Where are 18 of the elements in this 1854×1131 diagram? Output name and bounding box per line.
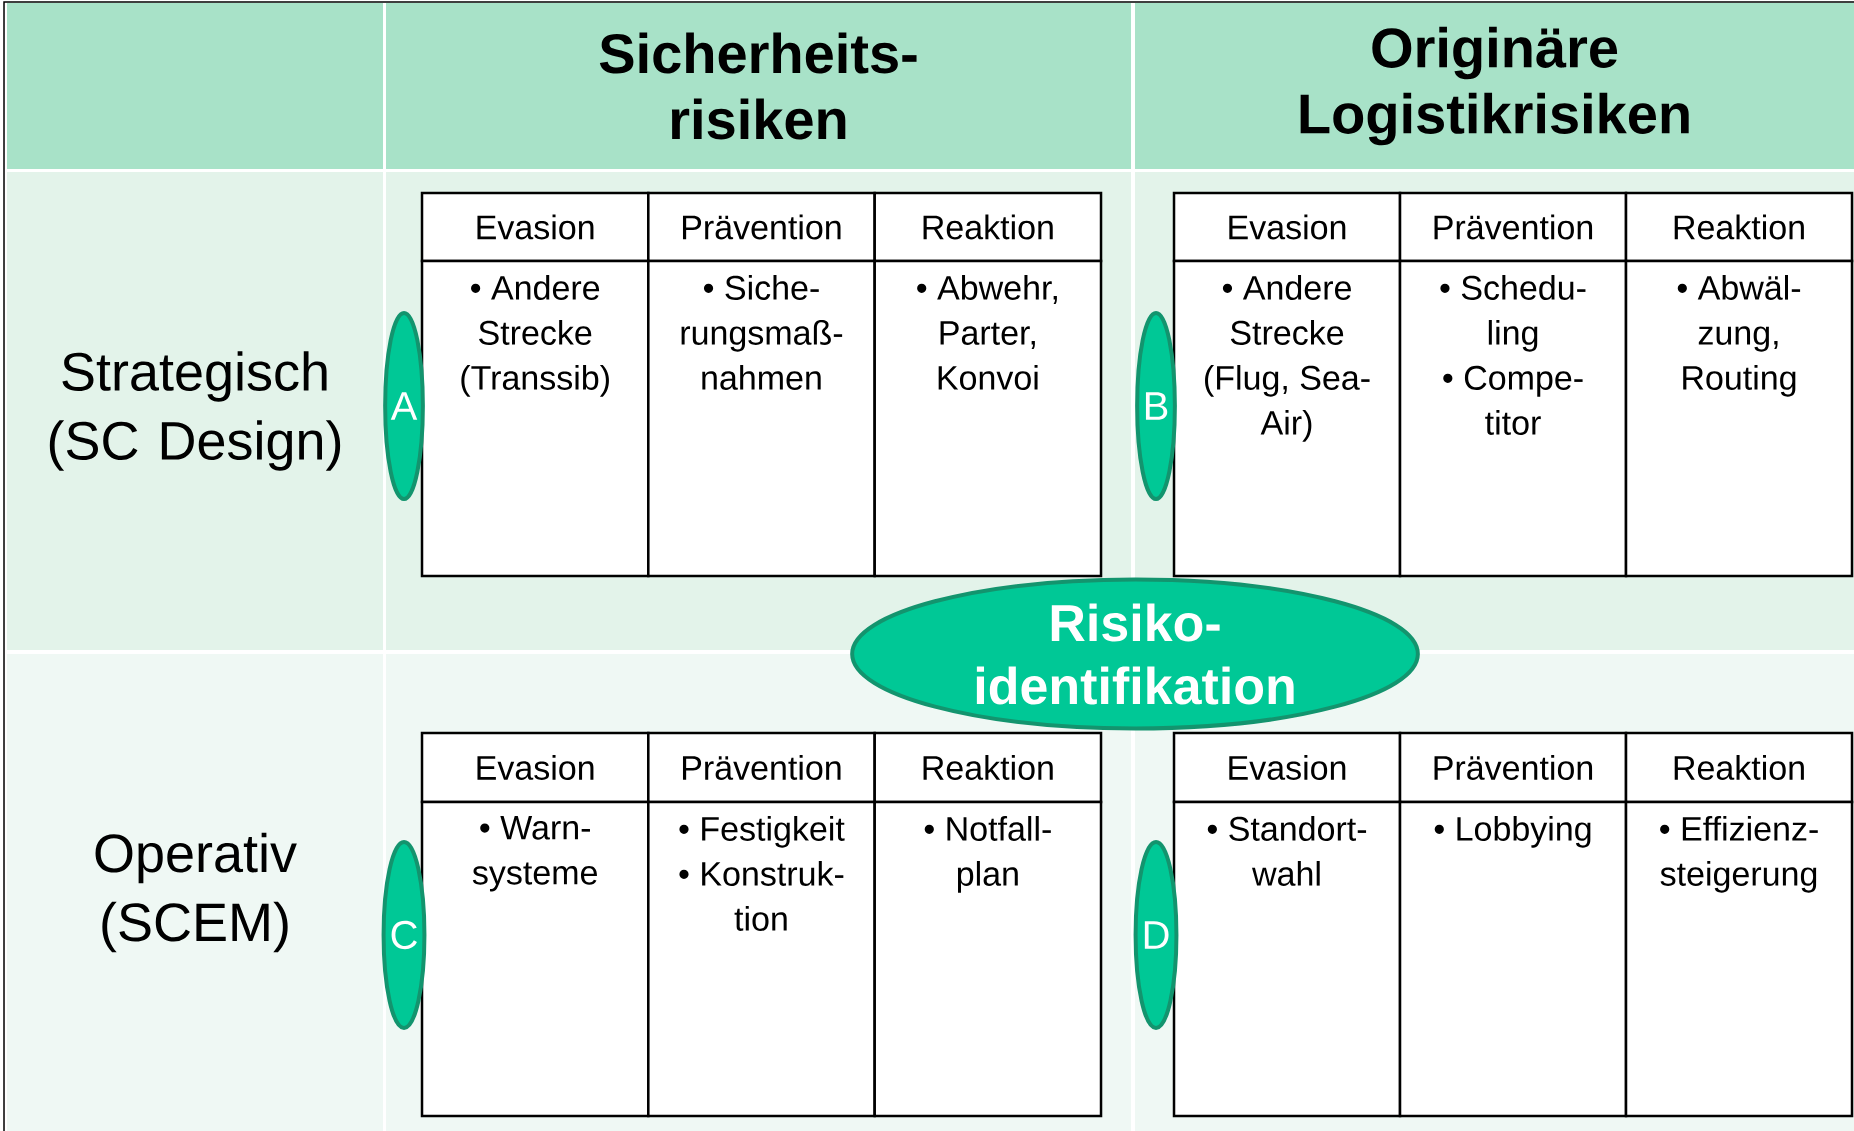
table-header-cell: Prävention [1398,731,1628,804]
table-header-cell: Reaktion [873,731,1103,804]
letter-oval: D [1133,840,1179,1030]
row-header-cell: Strategisch (SC Design) [7,172,383,650]
table-header-cell: Prävention [1398,191,1628,263]
table-header-cell: Evasion [1172,731,1402,804]
table-header-cell: Reaktion [1624,731,1854,804]
row-header-cell: Operativ (SCEM) [7,654,383,1131]
table-header-cell: Reaktion [1624,191,1854,263]
column-header-cell: Originäre Logistikrisiken [1135,3,1854,169]
table-header-cell: Prävention [647,191,876,263]
table-header-cell: Prävention [647,731,876,804]
table-header-cell: Evasion [420,191,650,263]
table-header-cell: Reaktion [873,191,1103,263]
table-header-cell: Evasion [1172,191,1402,263]
table-header-cell: Evasion [420,731,650,804]
column-header-cell: Sicherheits- risiken [386,3,1131,169]
letter-oval: C [381,840,427,1030]
